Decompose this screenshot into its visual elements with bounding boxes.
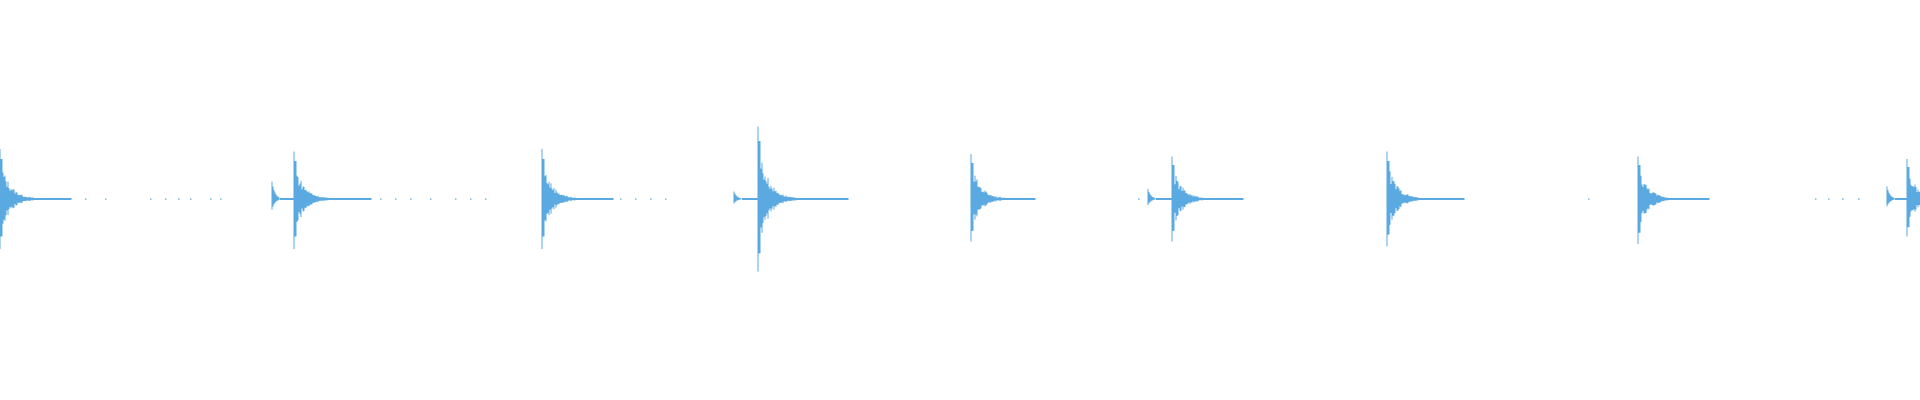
baseline-dot	[178, 198, 180, 200]
baseline-dot	[190, 198, 192, 200]
drum-hit-transient	[1637, 156, 1710, 244]
baseline-dot	[620, 198, 622, 200]
baseline-dot	[395, 198, 397, 200]
drum-hit-transient	[733, 126, 849, 272]
baseline-dot	[470, 198, 472, 200]
baseline-dot	[85, 198, 87, 200]
baseline-dot	[105, 198, 107, 200]
baseline-dot	[1828, 198, 1830, 200]
drum-hit-transient	[1147, 156, 1244, 242]
baseline-dot	[1842, 198, 1844, 200]
drum-hit-transient	[1386, 151, 1465, 247]
waveform-layer	[0, 126, 1920, 272]
baseline-dot	[1588, 198, 1590, 200]
baseline-dot	[410, 198, 412, 200]
baseline-dot	[1138, 198, 1140, 200]
baseline-dot	[430, 198, 432, 200]
baseline-dot	[650, 198, 652, 200]
baseline-dot	[150, 198, 152, 200]
baseline-dot	[635, 198, 637, 200]
baseline-dot	[455, 198, 457, 200]
baseline-dot	[210, 198, 212, 200]
drum-hit-transient	[271, 151, 372, 249]
drum-hit-transient	[1886, 159, 1920, 237]
baseline-dot	[220, 198, 222, 200]
baseline-dot	[1815, 198, 1817, 200]
drum-hit-transient	[0, 149, 72, 249]
baseline-dot	[485, 198, 487, 200]
drum-hit-transient	[970, 154, 1036, 242]
baseline-dot	[380, 198, 382, 200]
baseline-dot	[665, 198, 667, 200]
baseline-dot	[165, 198, 167, 200]
drum-hit-transient	[541, 149, 614, 249]
baseline-dot	[1858, 198, 1860, 200]
